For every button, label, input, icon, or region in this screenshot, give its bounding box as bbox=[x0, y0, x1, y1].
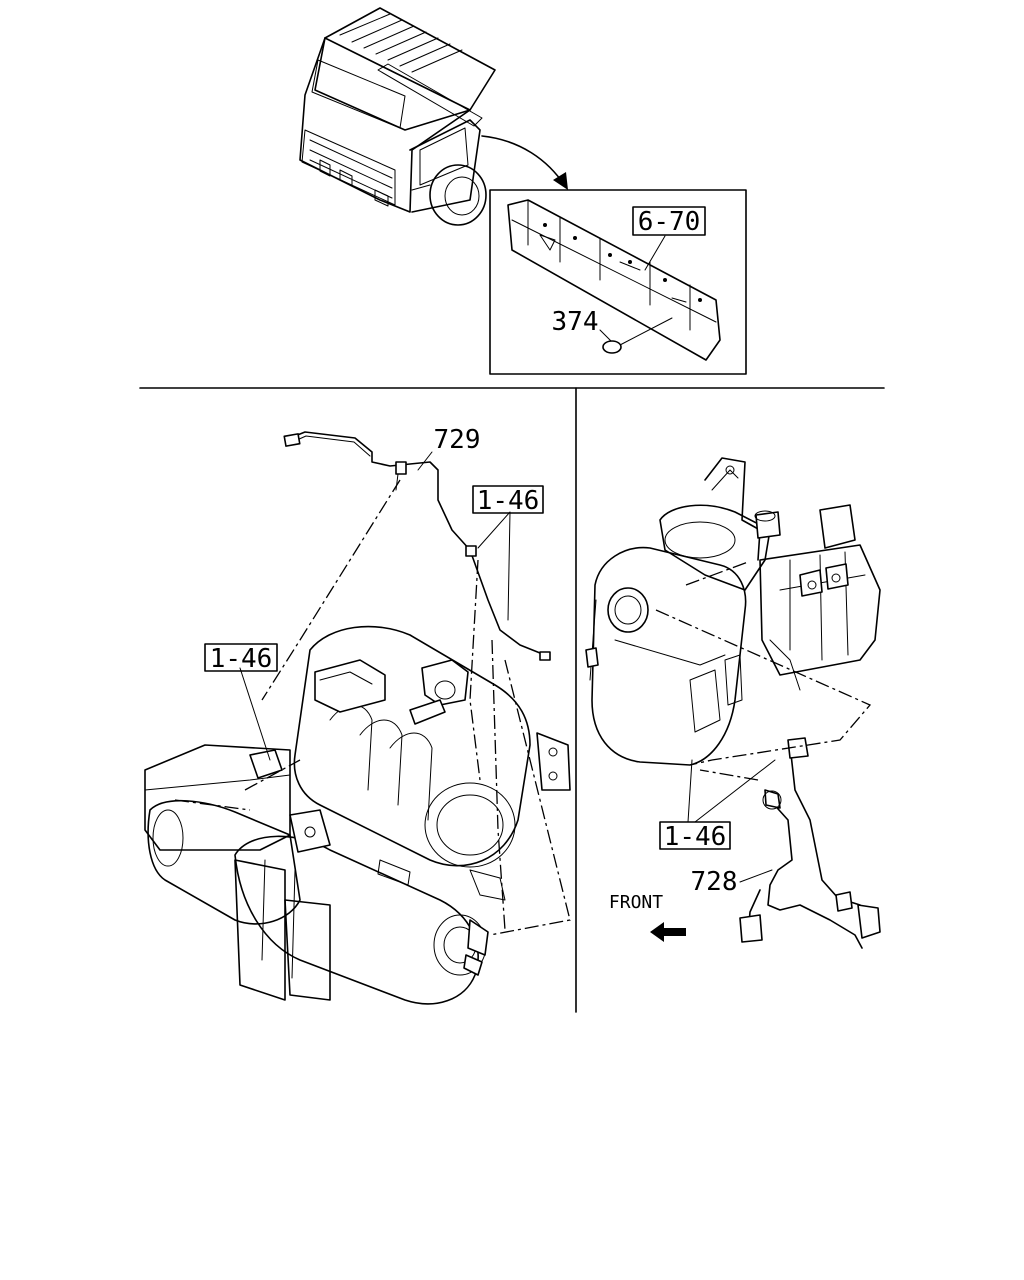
frame-detail-inset bbox=[489, 189, 747, 375]
tank-pump-assembly-illustration bbox=[585, 457, 881, 949]
callout-1-46-left-upper: 1-46 bbox=[472, 485, 544, 516]
callout-729-label: 729 bbox=[434, 425, 481, 455]
truck-cab-illustration bbox=[299, 7, 568, 226]
callout-1-46-left-lower: 1-46 bbox=[204, 643, 278, 674]
callout-1-46-left-lower-label: 1-46 bbox=[210, 644, 273, 674]
callout-6-70-label: 6-70 bbox=[638, 207, 701, 237]
callout-1-46-left-upper-label: 1-46 bbox=[477, 486, 540, 516]
callout-1-46-right: 1-46 bbox=[659, 821, 731, 852]
front-label: FRONT bbox=[609, 892, 663, 913]
exhaust-assembly-illustration bbox=[144, 431, 571, 1005]
front-arrow-icon bbox=[650, 922, 686, 942]
front-direction-indicator: FRONT bbox=[609, 892, 686, 942]
callout-6-70: 6-70 bbox=[632, 206, 706, 237]
callout-728-label: 728 bbox=[691, 867, 738, 897]
callout-1-46-right-label: 1-46 bbox=[664, 822, 727, 852]
callout-374-label: 374 bbox=[552, 307, 599, 337]
panel-dividers bbox=[139, 387, 885, 1013]
